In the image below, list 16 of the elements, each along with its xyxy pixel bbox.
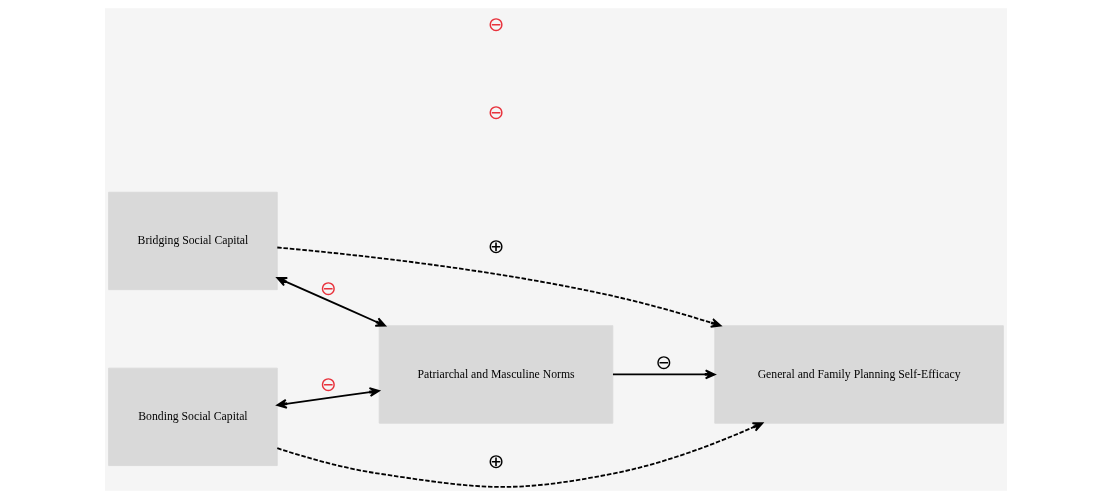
edge-label: ⊖ bbox=[655, 350, 673, 374]
edge-label: ⊖ bbox=[319, 276, 337, 300]
arrow bbox=[276, 246, 722, 328]
label: ⊖ bbox=[487, 100, 505, 124]
arrow bbox=[276, 422, 764, 488]
node-box: Bridging Social Capital bbox=[108, 191, 278, 291]
node-box: Bonding Social Capital bbox=[108, 367, 278, 466]
arrow bbox=[276, 387, 380, 409]
edge-label: ⊖ bbox=[319, 373, 337, 397]
node-box: General and Family Planning Self-Efficacy bbox=[714, 325, 1004, 424]
edge-label: ⊕ bbox=[487, 449, 505, 473]
arrow bbox=[612, 369, 716, 380]
node-box: Patriarchal and Masculine Norms bbox=[378, 325, 614, 424]
edge-label: ⊕ bbox=[487, 235, 505, 259]
label: ⊖ bbox=[487, 13, 505, 37]
arrow bbox=[276, 277, 387, 327]
